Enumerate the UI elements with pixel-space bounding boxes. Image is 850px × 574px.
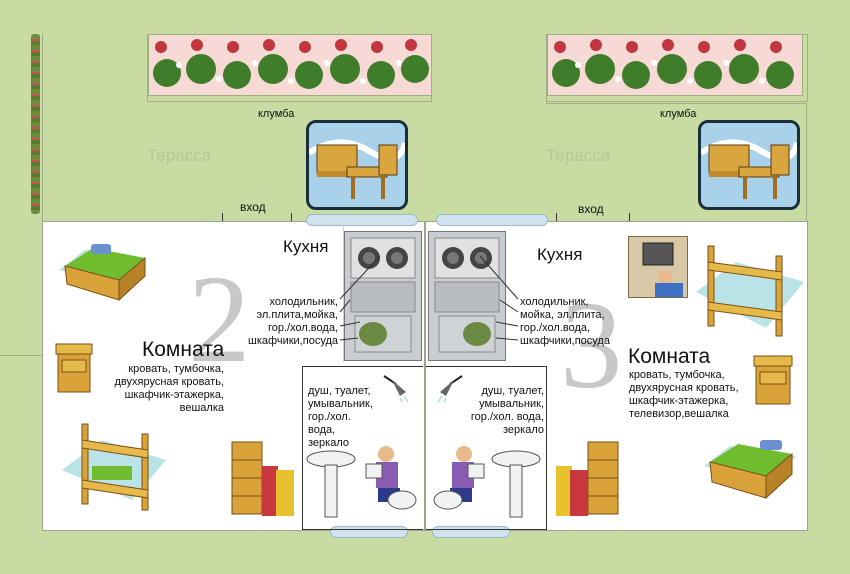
flowers-right <box>552 39 794 89</box>
kitchen-items-right: холодильник, мойка, эл.плита, гор./хол.в… <box>520 296 610 348</box>
flowerbed-label-left: клумба <box>258 108 295 120</box>
entrance-label-right: вход <box>578 202 604 216</box>
room-item: двухярусная кровать, <box>629 382 739 394</box>
kitchen-item: шкафчики,посуда <box>520 335 610 347</box>
bath-wall-right <box>426 366 547 530</box>
bunk-bed-icon-right <box>696 232 804 342</box>
nightstand-icon-left <box>50 340 98 398</box>
kitchen-item: шкафчики,посуда <box>248 335 338 347</box>
shelf-icon-left <box>230 440 264 516</box>
room-item: двухярусная кровать, <box>114 376 224 388</box>
terrace-furniture-icon <box>306 120 408 210</box>
entrance-tick-left-2 <box>291 213 292 223</box>
kitchen-item: холодильник, <box>520 296 589 308</box>
bathroom-item: душ, туалет, <box>308 385 371 397</box>
flowerbed-label-right: клумба <box>660 108 697 120</box>
door-top-left[interactable] <box>306 214 418 226</box>
room-item: шкафчик-этажерка, <box>629 395 729 407</box>
left-path-vertical <box>42 34 43 356</box>
kitchen-appliance-left <box>344 231 422 361</box>
room-items-right: кровать, тумбочка, двухярусная кровать, … <box>629 369 739 421</box>
unit-number-2: 2 <box>188 251 251 389</box>
room-item: вешалка <box>179 402 224 414</box>
bathroom-item: гор./хол. вода, <box>308 411 351 436</box>
entrance-tick-right-2 <box>629 213 630 223</box>
entrance-tick-left-1 <box>222 213 223 223</box>
bunk-bed-icon-left <box>62 410 166 516</box>
bathroom-item: гор./хол. вода, <box>470 411 544 423</box>
vertical-flower-strip <box>31 34 40 214</box>
room-items-left: кровать, тумбочка, двухярусная кровать, … <box>104 363 224 415</box>
kitchen-title-left: Кухня <box>283 237 329 256</box>
flowers-left <box>153 39 429 89</box>
nightstand-icon-right <box>748 352 798 410</box>
sink-icon-right <box>490 447 542 521</box>
bathroom-item: умывальник, <box>308 398 373 410</box>
bathroom-item: душ, туалет, <box>481 385 544 397</box>
terrace-label-left: Терасса <box>147 146 212 165</box>
entrance-tick-right-1 <box>556 213 557 223</box>
bathroom-item: зеркало <box>308 437 349 449</box>
shower-icon-right <box>432 372 466 403</box>
terrace-label-right: Терасса <box>546 146 611 165</box>
bed-icon-left <box>55 230 153 308</box>
room-title-right: Комната <box>628 345 711 368</box>
door-top-right[interactable] <box>436 214 548 226</box>
bathroom-item: зеркало <box>503 424 544 436</box>
coat-rack-icon-left <box>258 462 298 520</box>
kitchen-item: гор./хол.вода, <box>520 322 591 334</box>
room-item: телевизор,вешалка <box>629 408 729 420</box>
bathroom-items-left: душ, туалет, умывальник, гор./хол. вода,… <box>308 385 378 450</box>
unit-number-3: 3 <box>560 277 623 415</box>
flowerbed-left <box>148 34 432 96</box>
left-path-line <box>0 355 43 356</box>
shelf-icon-right <box>586 440 620 516</box>
coat-rack-icon-right <box>552 462 592 520</box>
kitchen-items-left: холодильник, эл.плита,мойка, гор./хол.во… <box>244 296 338 348</box>
room-item: кровать, тумбочка, <box>629 369 725 381</box>
kitchen-item: холодильник, <box>269 296 338 308</box>
shower-icon-left <box>380 372 414 403</box>
kitchen-wall-left <box>343 222 344 362</box>
flowerbed-right <box>547 34 803 96</box>
terrace-outline-right-top <box>546 103 807 104</box>
kitchen-title-right: Кухня <box>537 245 583 264</box>
room-item: шкафчик-этажерка, <box>124 389 224 401</box>
bath-wall-left <box>302 366 423 530</box>
bathroom-items-right: душ, туалет, умывальник, гор./хол. вода,… <box>470 385 544 437</box>
kitchen-item: мойка, эл.плита, <box>520 309 605 321</box>
bathroom-item: умывальник, <box>479 398 544 410</box>
terrace-furniture-icon <box>698 120 800 210</box>
terrace-outline-right <box>806 103 807 221</box>
tv-icon-right <box>628 236 688 298</box>
toilet-person-icon-right <box>430 440 488 516</box>
room-title-left: Комната <box>142 338 225 361</box>
sink-icon-left <box>305 447 357 521</box>
kitchen-item: эл.плита,мойка, <box>256 309 338 321</box>
kitchen-item: гор./хол.вода, <box>267 322 338 334</box>
entrance-label-left: вход <box>240 200 266 214</box>
toilet-person-icon-left <box>362 440 420 516</box>
room-item: кровать, тумбочка, <box>128 363 224 375</box>
bed-icon-right <box>700 426 802 508</box>
